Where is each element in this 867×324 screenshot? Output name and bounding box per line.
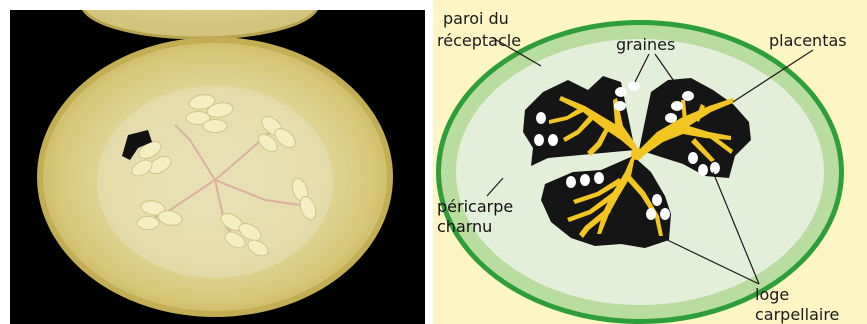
label-locule-line2: carpellaire	[755, 305, 839, 324]
label-seeds: graines	[616, 35, 675, 54]
label-receptacle-wall-line1: paroi du	[443, 9, 509, 28]
label-locule-line1: loge	[755, 285, 789, 304]
label-receptacle-wall-line2: réceptacle	[437, 31, 521, 50]
label-pericarp-line2: charnu	[437, 217, 492, 236]
zucchini-cross-section-photo	[10, 10, 425, 324]
photo-illustration	[10, 10, 425, 324]
label-pericarp-line1: péricarpe	[437, 197, 513, 216]
zucchini-cross-section-diagram: paroi du réceptacle graines placentas pé…	[433, 0, 867, 324]
diagram-svg: paroi du réceptacle graines placentas pé…	[433, 0, 867, 324]
label-placentas: placentas	[769, 31, 847, 50]
top-slice	[82, 10, 318, 38]
